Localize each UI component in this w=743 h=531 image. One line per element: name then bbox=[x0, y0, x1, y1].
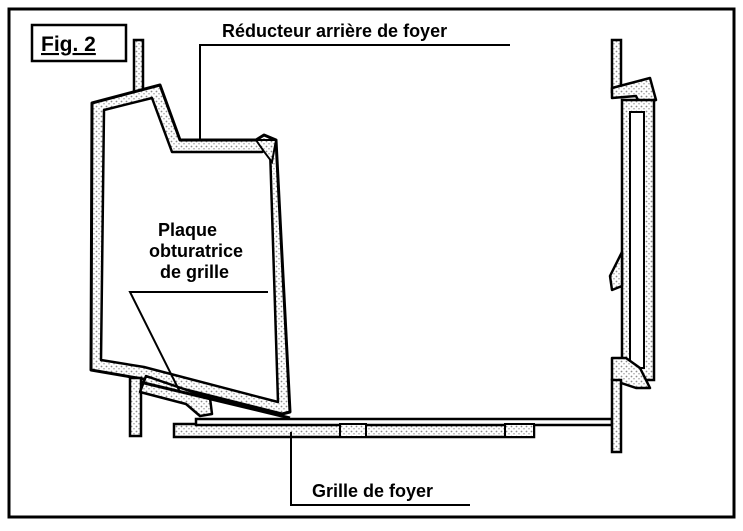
label-grate: Grille de foyer bbox=[312, 481, 433, 501]
grate-bar bbox=[172, 417, 614, 439]
label-rear-reducer: Réducteur arrière de foyer bbox=[222, 21, 447, 41]
figure-label: Fig. 2 bbox=[41, 33, 96, 56]
label-plate-line3: de grille bbox=[160, 262, 229, 282]
figure-label-box bbox=[30, 23, 128, 63]
rear-reducer-body bbox=[89, 83, 292, 416]
leader-shutter-plate bbox=[128, 291, 268, 393]
leader-grate bbox=[290, 432, 470, 506]
left-lower-wall bbox=[128, 376, 143, 438]
left-wall-flange bbox=[132, 38, 145, 94]
right-door-assembly bbox=[608, 38, 658, 454]
label-plate-line1: Plaque bbox=[158, 220, 217, 240]
leader-rear-reducer bbox=[199, 44, 510, 140]
label-plate-line2: obturatrice bbox=[149, 241, 243, 261]
grate-shutter-plate bbox=[138, 374, 291, 420]
outer-frame bbox=[7, 7, 736, 519]
